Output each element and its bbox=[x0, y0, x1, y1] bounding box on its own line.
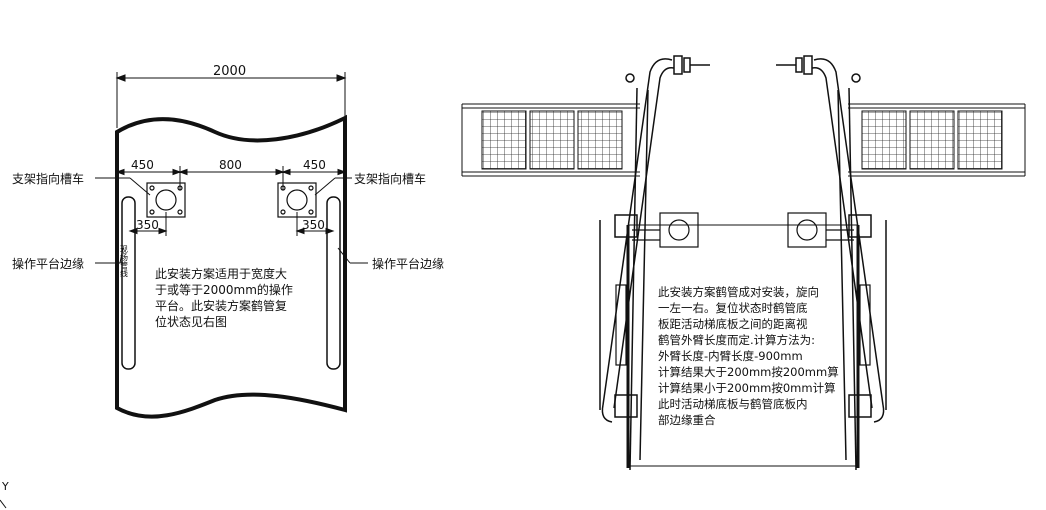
left-note-line: 于或等于2000mm的操作 bbox=[155, 282, 293, 297]
left-bracket-plate bbox=[146, 182, 186, 218]
grate-panel bbox=[861, 110, 907, 170]
dim-2000-text: 2000 bbox=[213, 64, 246, 79]
grate-panel bbox=[577, 110, 623, 170]
grate-panel bbox=[909, 110, 955, 170]
dimension-2000 bbox=[115, 72, 347, 128]
left-note-line: 位状态见右图 bbox=[155, 314, 227, 329]
left-loading-arm bbox=[599, 55, 710, 471]
dim-450-right-text: 450 bbox=[303, 158, 326, 172]
label-left-bracket: 支架指向槽车 bbox=[12, 171, 84, 186]
right-note-line: 计算结果大于200mm按200mm算 bbox=[658, 365, 839, 379]
pipe-label-vertical: 现场管线 bbox=[120, 245, 129, 277]
right-note-line: 此时活动梯底板与鹤管底板内 bbox=[658, 397, 808, 411]
leader-lines-left-drawing bbox=[95, 177, 368, 264]
right-loading-arm bbox=[776, 55, 887, 471]
left-note-line: 平台。此安装方案鹤管复 bbox=[155, 298, 287, 313]
label-right-edge: 操作平台边缘 bbox=[372, 256, 444, 271]
right-note-line: 一左一右。复位状态时鹤管底 bbox=[658, 301, 808, 315]
left-inner-arm bbox=[615, 229, 660, 366]
dim-350-right-text: 350 bbox=[302, 218, 325, 232]
left-note: 此安装方案适用于宽度大 于或等于2000mm的操作 平台。此安装方案鹤管复 位状… bbox=[155, 266, 297, 329]
dimension-row-lower bbox=[128, 212, 335, 236]
right-drawing-left-bracket bbox=[659, 212, 699, 248]
right-inner-arm bbox=[826, 229, 871, 366]
label-right-bracket: 支架指向槽车 bbox=[354, 171, 426, 186]
ucs-y-label: Y bbox=[1, 480, 9, 493]
grate-panel bbox=[957, 110, 1003, 170]
walkway-left bbox=[461, 103, 640, 177]
label-left-edge: 操作平台边缘 bbox=[12, 256, 84, 271]
dimension-row-upper bbox=[115, 166, 347, 190]
right-note-line: 鹤管外臂长度而定.计算方法为: bbox=[658, 333, 815, 347]
left-drawing-labels: 2000 450 800 450 350 350 支架指向槽车 支架指向槽车 操… bbox=[12, 64, 444, 329]
right-bracket-plate bbox=[277, 182, 317, 218]
right-drawing-right-bracket bbox=[787, 212, 827, 248]
grate-panel bbox=[481, 110, 527, 170]
right-pipeline-strip bbox=[326, 196, 341, 370]
left-note-line: 此安装方案适用于宽度大 bbox=[155, 266, 287, 281]
right-note-line: 部边缘重合 bbox=[658, 413, 716, 427]
right-note-line: 外臂长度-内臂长度-900mm bbox=[658, 349, 803, 363]
right-note-line: 板距活动梯底板之间的距离视 bbox=[658, 317, 808, 331]
walkway-right bbox=[848, 103, 1026, 177]
ucs-icon: Y bbox=[0, 480, 9, 509]
dim-450-left-text: 450 bbox=[131, 158, 154, 172]
right-note-line: 此安装方案鹤管成对安装，旋向 bbox=[658, 285, 819, 299]
dim-350-left-text: 350 bbox=[136, 218, 159, 232]
right-note-line: 计算结果小于200mm按0mm计算 bbox=[658, 381, 836, 395]
right-plan-view bbox=[461, 55, 1026, 471]
dim-800-text: 800 bbox=[219, 158, 242, 172]
left-plan-view bbox=[95, 72, 368, 419]
right-note: 此安装方案鹤管成对安装，旋向 一左一右。复位状态时鹤管底 板距活动梯底板之间的距… bbox=[658, 285, 842, 427]
left-pipeline-strip bbox=[121, 196, 136, 370]
movable-ladder bbox=[626, 224, 860, 468]
platform-outline bbox=[115, 114, 347, 419]
grate-panel bbox=[529, 110, 575, 170]
